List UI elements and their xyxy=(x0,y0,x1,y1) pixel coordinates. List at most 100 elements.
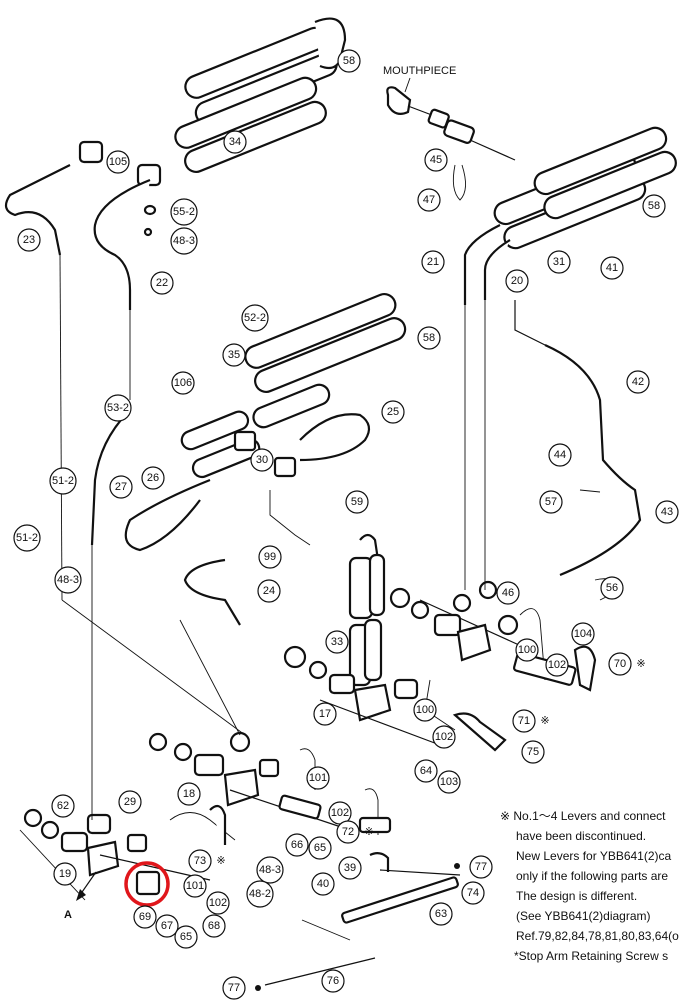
note-line-3: New Levers for YBB641(2)ca xyxy=(516,849,672,863)
part-callout: 58 xyxy=(417,326,441,350)
callout-circle xyxy=(104,394,132,422)
part-callout: 35 xyxy=(222,343,246,367)
callout-number: 59 xyxy=(351,496,363,508)
part-callout: 24 xyxy=(257,579,281,603)
part-callout: 66 xyxy=(285,833,309,857)
part-callout: 18 xyxy=(177,782,201,806)
callout-circle xyxy=(53,862,77,886)
callout-number: 72 xyxy=(342,826,354,838)
callout-number: 74 xyxy=(467,887,479,899)
callout-circle xyxy=(608,652,632,676)
callout-number: 58 xyxy=(648,200,660,212)
callout-circle xyxy=(515,638,539,662)
valve-assembly-lower xyxy=(23,731,392,881)
callout-circle xyxy=(174,925,198,949)
note-line-4: only if the following parts are xyxy=(516,869,669,883)
callout-number: 51-2 xyxy=(16,532,38,544)
callout-number: 101 xyxy=(186,880,204,892)
part-callout: 65 xyxy=(308,836,332,860)
callout-circle xyxy=(177,782,201,806)
callout-circle xyxy=(381,400,405,424)
callout-number: 101 xyxy=(309,772,327,784)
callout-circle xyxy=(155,914,179,938)
part-callout: 23 xyxy=(17,228,41,252)
callout-circle xyxy=(321,969,345,993)
part-callout: 57 xyxy=(539,490,563,514)
callout-number: 102 xyxy=(209,897,227,909)
mouthpiece-assembly xyxy=(386,86,516,201)
callout-discontinued-mark: ※ xyxy=(636,658,645,670)
valve-assembly-middle xyxy=(283,533,531,746)
part-callout: 102 xyxy=(328,801,352,825)
part-callout: 29 xyxy=(118,790,142,814)
callout-number: 62 xyxy=(57,800,69,812)
part-callout: 20 xyxy=(505,269,529,293)
callout-circle xyxy=(222,976,246,1000)
callout-number: 56 xyxy=(606,582,618,594)
part-callout: 43 xyxy=(655,500,679,524)
note-line-2: have been discontinued. xyxy=(516,829,647,843)
callout-number: 99 xyxy=(264,551,276,563)
callout-number: 77 xyxy=(475,861,487,873)
part-callout: 72※ xyxy=(336,820,374,844)
callout-circle xyxy=(469,855,493,879)
part-callout: 30 xyxy=(250,448,274,472)
part-callout: 52-2 xyxy=(241,304,269,332)
callout-circle xyxy=(600,256,624,280)
part-callout: 77 xyxy=(222,976,246,1000)
callout-number: 66 xyxy=(291,839,303,851)
callout-circle xyxy=(49,467,77,495)
callout-circle xyxy=(338,856,362,880)
callout-number: 44 xyxy=(554,449,566,461)
callout-circle xyxy=(313,702,337,726)
part-callout: 104 xyxy=(571,622,595,646)
part-callout: 101 xyxy=(306,766,330,790)
callout-number: 70 xyxy=(614,658,626,670)
callout-number: 34 xyxy=(229,136,241,148)
callout-circle xyxy=(345,490,369,514)
part-callout: 58 xyxy=(642,194,666,218)
callout-circle xyxy=(496,581,520,605)
part-callout: 59 xyxy=(345,490,369,514)
callout-number: 42 xyxy=(632,376,644,388)
note-line-1: ※ No.1～4 Levers and connect xyxy=(500,809,666,823)
callout-number: 35 xyxy=(228,349,240,361)
callout-circle xyxy=(183,874,207,898)
callout-circle xyxy=(257,579,281,603)
part-callout: 21 xyxy=(421,250,445,274)
arrow-a-line xyxy=(79,871,97,896)
callout-number: 48-3 xyxy=(173,235,195,247)
callout-number: 48-3 xyxy=(57,574,79,586)
callout-number: 67 xyxy=(161,920,173,932)
callout-number: 29 xyxy=(124,796,136,808)
part-callout: 51-2 xyxy=(13,524,41,552)
callout-circle xyxy=(109,475,133,499)
callout-circle xyxy=(548,443,572,467)
callout-number: 18 xyxy=(183,788,195,800)
callout-circle xyxy=(505,269,529,293)
part-callout: 105 xyxy=(106,150,130,174)
part-callout: 100 xyxy=(515,638,539,662)
callout-number: 100 xyxy=(518,644,536,656)
callout-number: 102 xyxy=(331,807,349,819)
part-callout: 58 xyxy=(337,49,361,73)
callout-number: 77 xyxy=(228,982,240,994)
callout-number: 23 xyxy=(23,234,35,246)
callout-number: 65 xyxy=(180,931,192,943)
note-line-6: (See YBB641(2)diagram) xyxy=(516,909,651,923)
callout-circle xyxy=(17,228,41,252)
callout-number: 24 xyxy=(263,585,275,597)
callout-circle xyxy=(256,856,284,884)
callout-number: 20 xyxy=(511,275,523,287)
valve-assembly-right xyxy=(424,580,597,752)
part-callout: 102 xyxy=(545,653,569,677)
part-callout: 64 xyxy=(414,759,438,783)
callout-number: 30 xyxy=(256,454,268,466)
callout-circle xyxy=(308,836,332,860)
callout-circle xyxy=(118,790,142,814)
callout-circle xyxy=(413,698,437,722)
callout-number: 45 xyxy=(430,154,442,166)
callout-number: 69 xyxy=(139,911,151,923)
callout-number: 46 xyxy=(502,587,514,599)
part-callout: 41 xyxy=(600,256,624,280)
